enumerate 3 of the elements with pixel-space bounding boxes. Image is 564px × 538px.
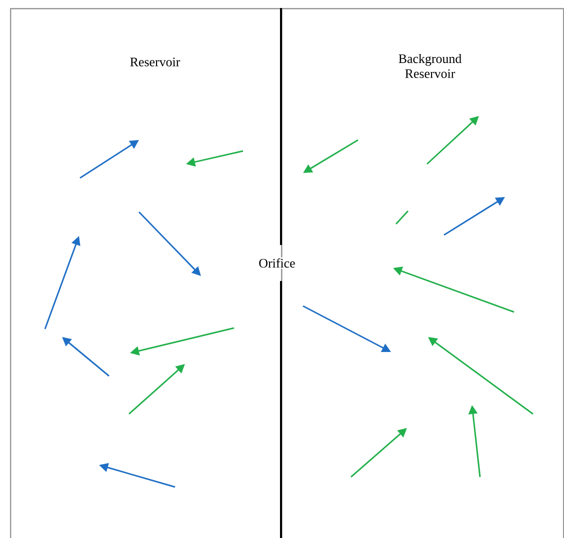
heading: Background Reservoir [398, 54, 462, 78]
heading: Reservoir [130, 58, 180, 66]
orifice-label: Orifice [258, 257, 296, 269]
